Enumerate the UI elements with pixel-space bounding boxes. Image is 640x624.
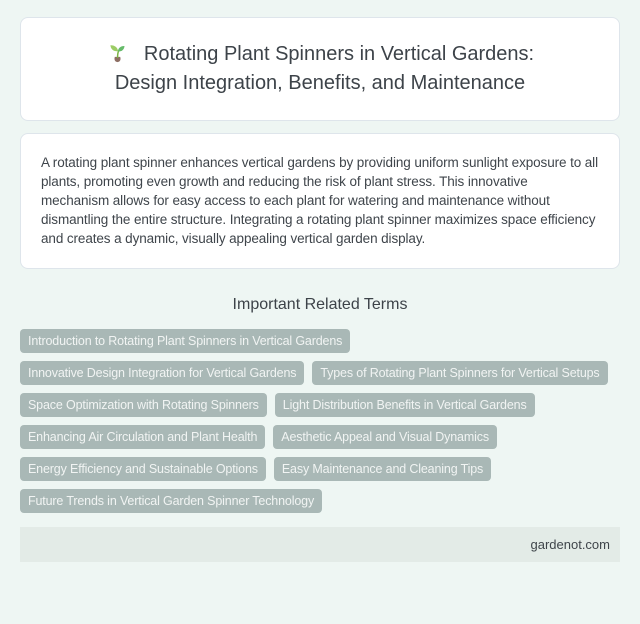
term-row: Innovative Design Integration for Vertic… (20, 361, 620, 385)
term-row: Space Optimization with Rotating Spinner… (20, 393, 620, 417)
seedling-icon (110, 45, 125, 63)
summary-card: A rotating plant spinner enhances vertic… (20, 133, 620, 269)
related-term-button[interactable]: Light Distribution Benefits in Vertical … (274, 393, 535, 417)
page-title-line2: Design Integration, Benefits, and Mainte… (114, 72, 526, 94)
footer-bar: gardenot.com (20, 527, 620, 562)
page-title-line1: Rotating Plant Spinners in Vertical Gard… (143, 43, 535, 65)
related-term-button[interactable]: Types of Rotating Plant Spinners for Ver… (312, 361, 608, 385)
related-term-button[interactable]: Future Trends in Vertical Garden Spinner… (20, 489, 323, 513)
related-term-button[interactable]: Introduction to Rotating Plant Spinners … (20, 329, 351, 353)
related-term-button[interactable]: Enhancing Air Circulation and Plant Heal… (20, 425, 266, 449)
related-term-button[interactable]: Energy Efficiency and Sustainable Option… (20, 457, 266, 481)
related-term-button[interactable]: Space Optimization with Rotating Spinner… (20, 393, 267, 417)
related-term-button[interactable]: Easy Maintenance and Cleaning Tips (273, 457, 492, 481)
related-term-button[interactable]: Innovative Design Integration for Vertic… (20, 361, 305, 385)
term-row: Enhancing Air Circulation and Plant Heal… (20, 425, 620, 449)
page-title: Rotating Plant Spinners in Vertical Gard… (45, 40, 595, 98)
related-terms-heading: Important Related Terms (232, 296, 408, 313)
term-row: Energy Efficiency and Sustainable Option… (20, 457, 620, 481)
site-name: gardenot.com (530, 537, 611, 552)
related-term-button[interactable]: Aesthetic Appeal and Visual Dynamics (273, 425, 497, 449)
header-card: Rotating Plant Spinners in Vertical Gard… (20, 17, 620, 121)
term-row: Introduction to Rotating Plant Spinners … (20, 329, 620, 353)
summary-paragraph: A rotating plant spinner enhances vertic… (41, 155, 598, 246)
related-terms-list: Introduction to Rotating Plant Spinners … (20, 329, 620, 513)
term-row: Future Trends in Vertical Garden Spinner… (20, 489, 620, 513)
